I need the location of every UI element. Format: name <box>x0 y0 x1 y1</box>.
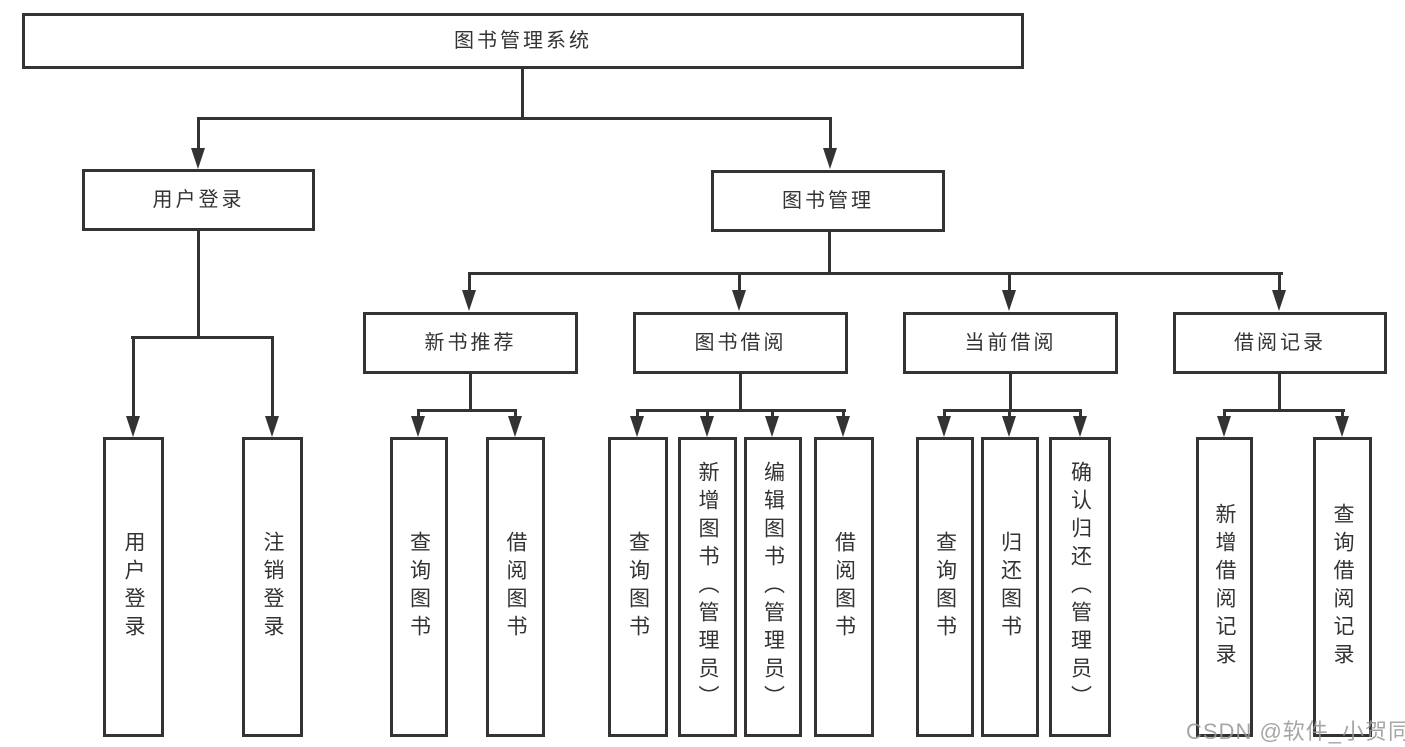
leaf-label: 新增借阅记录 <box>1213 503 1236 671</box>
node-new-book-recommend-label: 新书推荐 <box>424 332 517 354</box>
leaf-label: 查询图书 <box>407 531 431 643</box>
arrowhead <box>630 416 644 437</box>
leaf-label: 归还图书 <box>998 531 1022 643</box>
connector-line <box>828 232 831 272</box>
node-borrow-records-label: 借阅记录 <box>1234 332 1326 354</box>
arrowhead <box>462 290 476 311</box>
connector-line <box>636 409 639 420</box>
leaf-label: 借阅图书 <box>832 531 856 643</box>
node-book-management: 图书管理 <box>711 170 945 232</box>
connector-line <box>132 336 135 419</box>
connector-line <box>706 409 709 420</box>
connector-line <box>1278 272 1281 294</box>
arrowhead <box>508 416 522 437</box>
leaf-query-books-borrow: 查询图书 <box>608 437 668 737</box>
arrowhead <box>1335 416 1349 437</box>
leaf-label: 编辑图书（管理员） <box>761 461 785 713</box>
connector-line <box>197 117 832 120</box>
leaf-label: 查询图书 <box>626 531 650 643</box>
node-borrow-records: 借阅记录 <box>1173 312 1387 374</box>
leaf-label: 查询图书 <box>933 531 957 643</box>
node-current-borrow-label: 当前借阅 <box>964 332 1057 354</box>
leaf-query-books-recommend: 查询图书 <box>390 437 448 737</box>
arrowhead <box>836 416 850 437</box>
connector-line <box>271 336 274 419</box>
node-user-login-label: 用户登录 <box>152 189 245 211</box>
connector-line <box>1223 409 1226 420</box>
connector-line <box>943 409 1082 412</box>
connector-line <box>636 409 846 412</box>
arrowhead <box>1217 416 1231 437</box>
connector-line <box>417 409 420 420</box>
arrowhead <box>765 416 779 437</box>
node-book-borrow: 图书借阅 <box>633 312 848 374</box>
leaf-confirm-return-admin: 确认归还（管理员） <box>1049 437 1111 737</box>
connector-line <box>469 374 472 409</box>
connector-line <box>468 272 1283 275</box>
leaf-return-books: 归还图书 <box>981 437 1039 737</box>
leaf-query-books-current: 查询图书 <box>916 437 974 737</box>
arrowhead <box>823 148 837 169</box>
leaf-label: 确认归还（管理员） <box>1068 461 1092 713</box>
node-book-management-label: 图书管理 <box>782 190 874 212</box>
leaf-label: 注销登录 <box>261 531 284 643</box>
node-current-borrow: 当前借阅 <box>903 312 1118 374</box>
connector-line <box>197 117 200 150</box>
arrowhead <box>1272 290 1286 311</box>
arrowhead <box>732 290 746 311</box>
node-root-label: 图书管理系统 <box>454 30 592 52</box>
leaf-query-borrow-record: 查询借阅记录 <box>1313 437 1372 737</box>
leaf-label: 用户登录 <box>122 531 145 643</box>
connector-line <box>521 69 524 117</box>
arrowhead <box>1073 416 1087 437</box>
arrowhead <box>126 416 140 437</box>
node-user-login: 用户登录 <box>82 169 315 231</box>
arrowhead <box>937 416 951 437</box>
leaf-borrow-books-recommend: 借阅图书 <box>486 437 545 737</box>
connector-line <box>1079 409 1082 420</box>
connector-line <box>771 409 774 420</box>
connector-line <box>131 336 274 339</box>
node-root: 图书管理系统 <box>22 13 1024 69</box>
node-book-borrow-label: 图书借阅 <box>694 332 787 354</box>
connector-line <box>842 409 845 420</box>
leaf-add-books-admin: 新增图书（管理员） <box>678 437 737 737</box>
arrowhead <box>1002 416 1016 437</box>
connector-line <box>1008 272 1011 294</box>
leaf-label: 查询借阅记录 <box>1331 503 1354 671</box>
arrowhead <box>700 416 714 437</box>
arrowhead <box>411 416 425 437</box>
leaf-borrow-books: 借阅图书 <box>814 437 874 737</box>
leaf-label: 新增图书（管理员） <box>696 461 719 713</box>
leaf-user-login: 用户登录 <box>103 437 164 737</box>
csdn-watermark: CSDN @软件_小贺同学 <box>1186 719 1405 744</box>
connector-line <box>417 409 517 412</box>
connector-line <box>738 272 741 294</box>
connector-line <box>468 272 471 294</box>
leaf-add-borrow-record: 新增借阅记录 <box>1196 437 1253 737</box>
connector-line <box>739 374 742 409</box>
leaf-label: 借阅图书 <box>504 531 527 643</box>
leaf-logout: 注销登录 <box>242 437 303 737</box>
connector-line <box>514 409 517 420</box>
arrowhead <box>265 416 279 437</box>
connector-line <box>1008 409 1011 420</box>
connector-line <box>943 409 946 420</box>
connector-line <box>1223 409 1345 412</box>
leaf-edit-books-admin: 编辑图书（管理员） <box>744 437 802 737</box>
arrowhead <box>191 148 205 169</box>
connector-line <box>829 117 832 150</box>
connector-line <box>1009 374 1012 409</box>
connector-line <box>1278 374 1281 409</box>
connector-line <box>197 231 200 336</box>
node-new-book-recommend: 新书推荐 <box>363 312 578 374</box>
connector-line <box>1341 409 1344 420</box>
arrowhead <box>1002 290 1016 311</box>
